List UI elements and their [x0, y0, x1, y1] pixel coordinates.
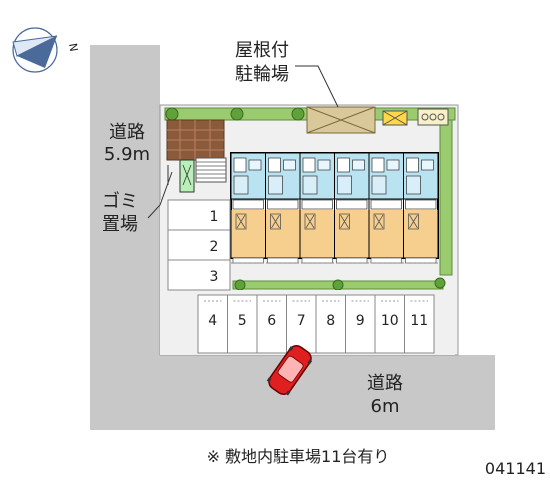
parking-slot-number: 10 — [381, 313, 399, 329]
bike-parking-label-1: 屋根付 — [235, 40, 289, 61]
property-code: 041141 — [485, 459, 546, 478]
apartment-unit — [334, 152, 370, 264]
apartment-unit — [230, 152, 266, 264]
road-bottom-label-2: 6m — [371, 396, 400, 417]
stairs — [167, 157, 227, 185]
parking-slot-number: 2 — [210, 239, 219, 255]
parking-slot: 7 — [286, 294, 317, 354]
bike-parking-roof — [306, 106, 376, 134]
garbage-station — [179, 159, 195, 193]
parking-caption: ※ 敷地内駐車場11台有り — [207, 447, 390, 466]
parking-slot: 3 — [167, 259, 231, 291]
road-left-label-2: 5.9m — [104, 144, 150, 165]
compass-north-letter: N — [66, 42, 80, 52]
parking-slots: 1 2 3 4 5 6 7 8 9 10 11 — [167, 199, 435, 354]
apartment-unit — [403, 152, 439, 264]
parking-slot-number: 6 — [267, 313, 276, 329]
parking-slot: 10 — [374, 294, 405, 354]
road-left — [90, 45, 160, 410]
garbage-leader-line — [147, 171, 173, 219]
parking-slot-number: 7 — [297, 313, 306, 329]
bike-parking-label-2: 駐輪場 — [235, 64, 289, 85]
garbage-area — [166, 119, 225, 161]
storage-box-1 — [382, 110, 408, 126]
parking-slot: 5 — [227, 294, 258, 354]
road-bottom-label-1: 道路 — [367, 373, 403, 394]
parking-slot: 11 — [404, 294, 435, 354]
parking-slot: 6 — [256, 294, 287, 354]
hedge-bottom — [232, 277, 446, 291]
road-left-label-1: 道路 — [109, 122, 145, 143]
hedge-right — [439, 119, 453, 276]
compass-icon: N — [12, 27, 80, 73]
parking-slot: 1 — [167, 199, 231, 231]
storage-box-2 — [417, 108, 449, 126]
parking-slot: 8 — [315, 294, 346, 354]
parking-slot: 9 — [345, 294, 376, 354]
apartment-units — [230, 152, 439, 264]
parking-slot-number: 8 — [326, 313, 335, 329]
parking-slot-number: 5 — [238, 313, 247, 329]
parking-slot: 2 — [167, 229, 231, 261]
bike-leader-line — [295, 65, 339, 108]
parking-slot: 4 — [197, 294, 228, 354]
red-car — [266, 345, 313, 396]
parking-slot-number: 1 — [210, 209, 219, 225]
garbage-label-1: ゴミ — [102, 191, 138, 212]
parking-slot-number: 3 — [210, 269, 219, 285]
garbage-label-2: 置場 — [102, 214, 138, 235]
parking-slot-number: 4 — [208, 313, 217, 329]
parking-slot-number: 9 — [356, 313, 365, 329]
parking-slot-number: 11 — [410, 313, 428, 329]
